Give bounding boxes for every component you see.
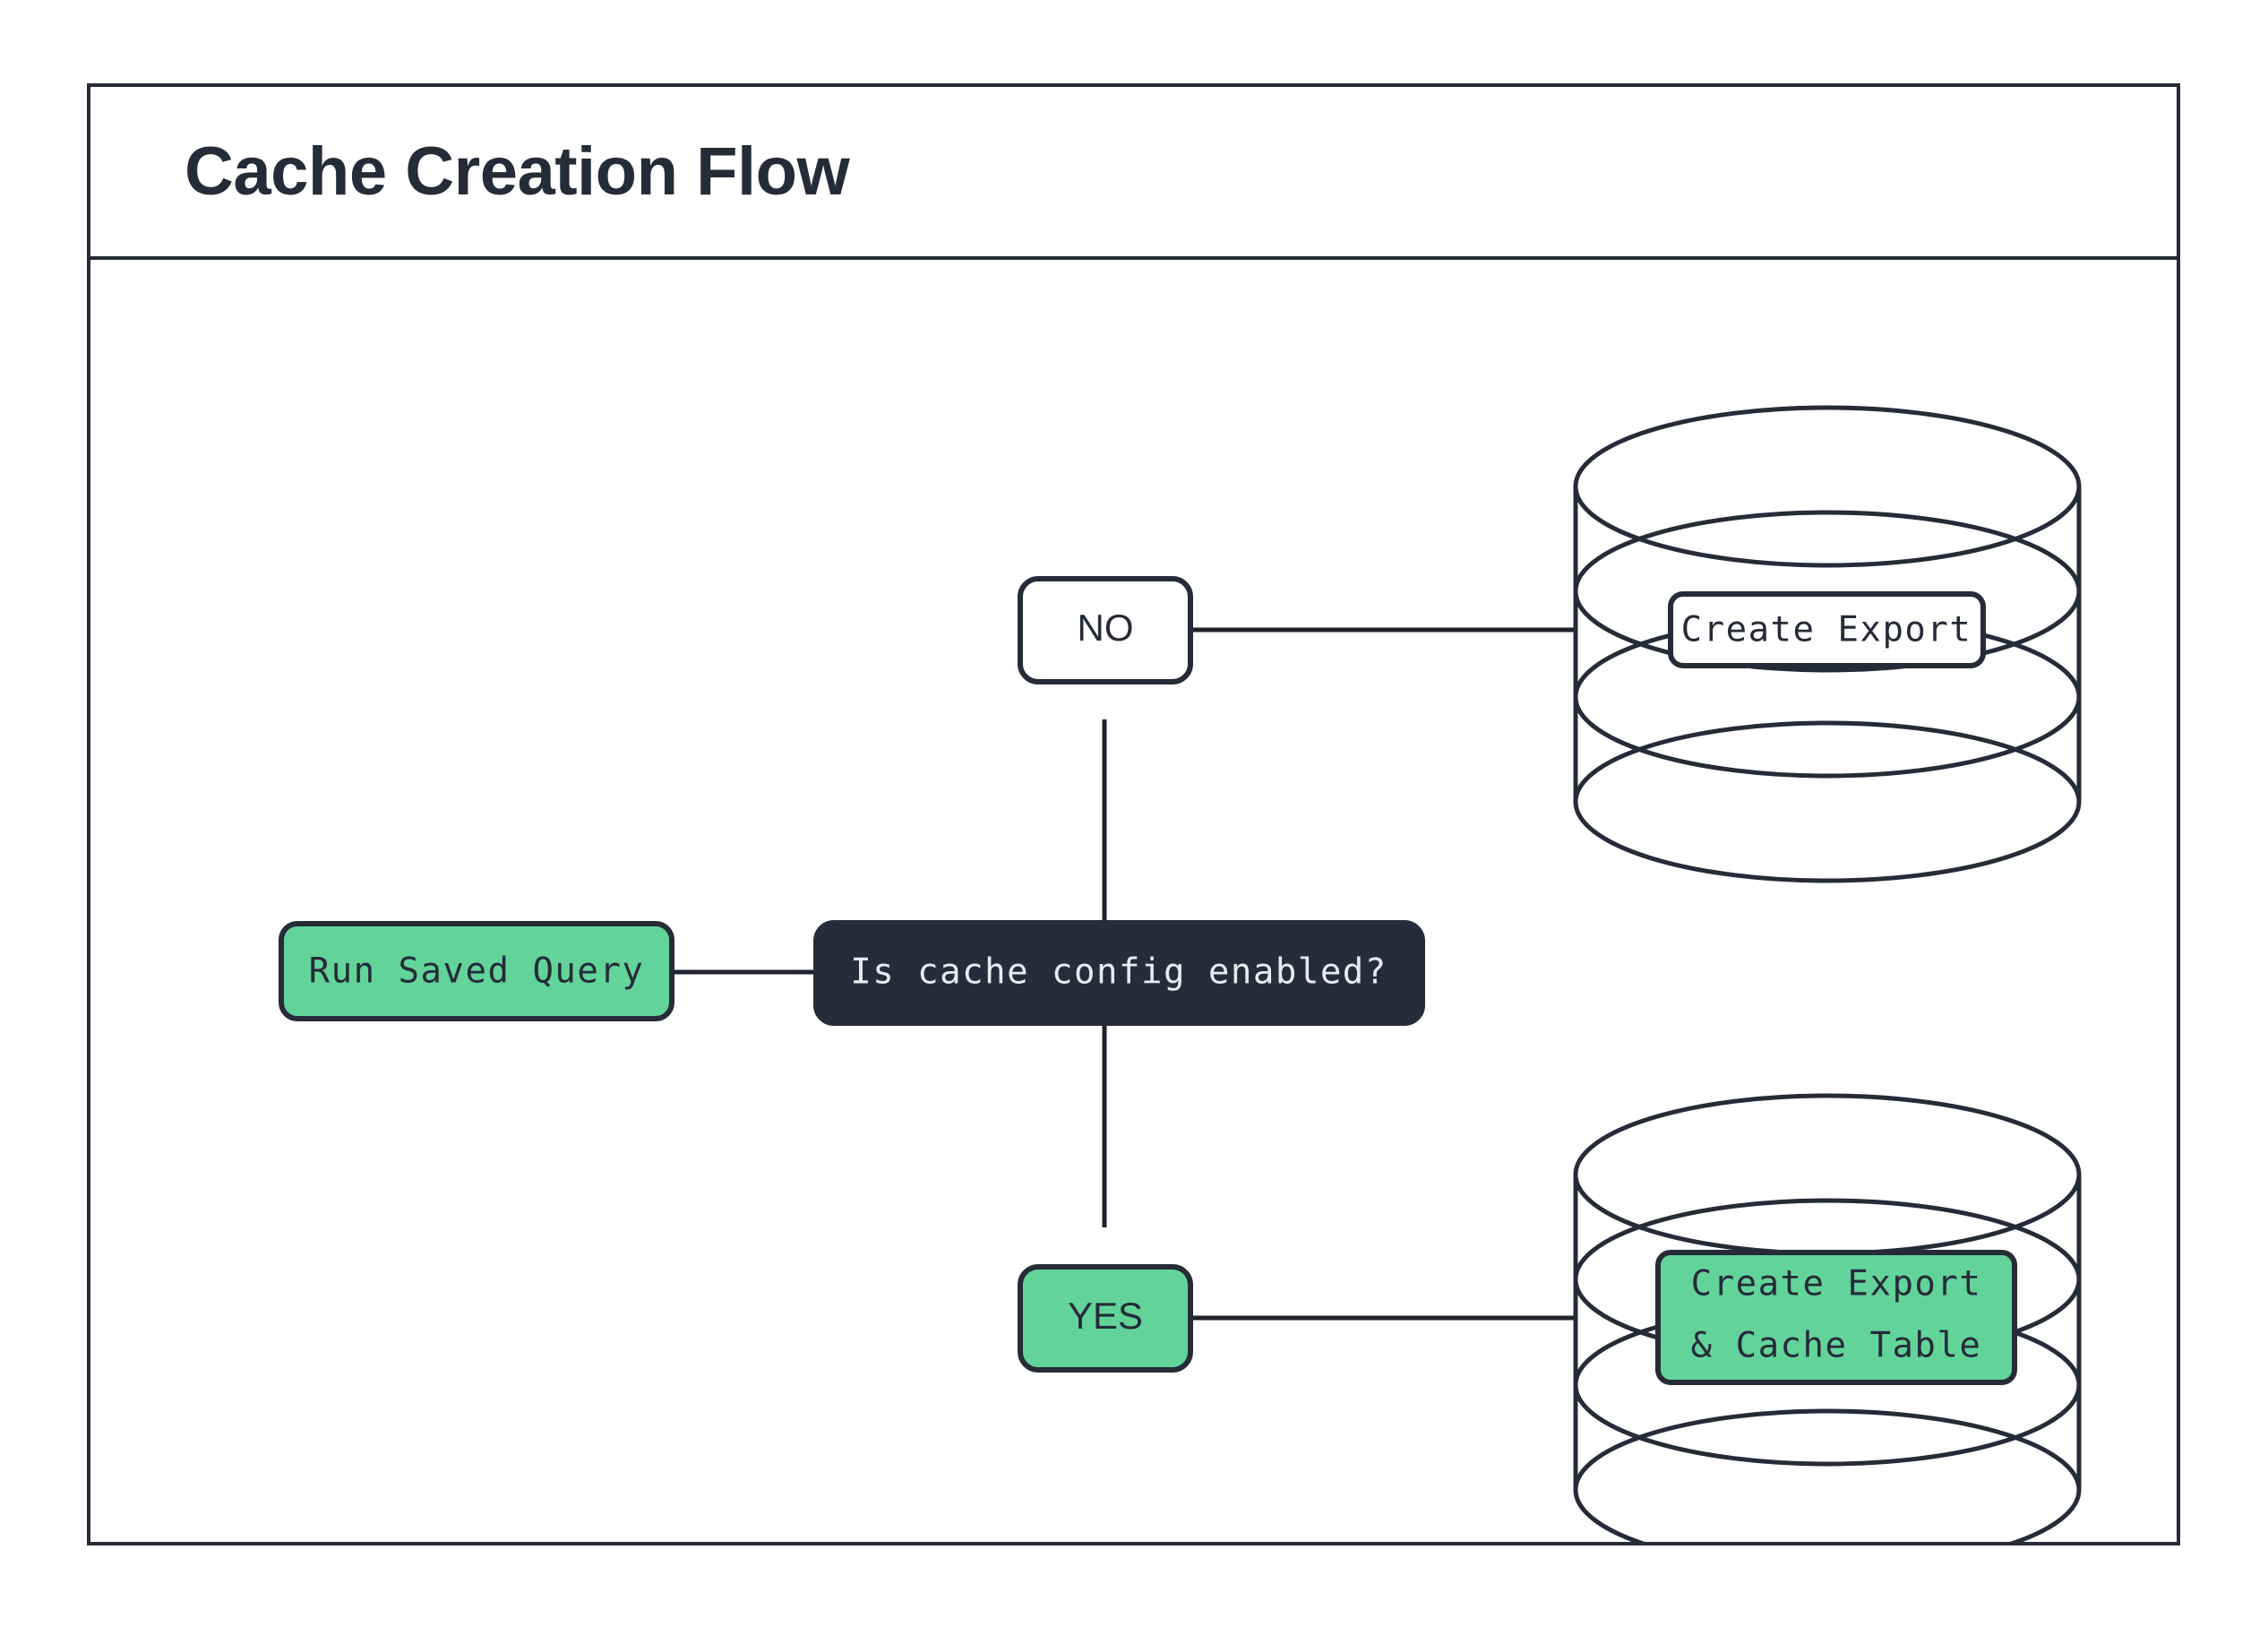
decision-box[interactable] [813,920,1425,1026]
decision-label: Is cache config enabled? [850,952,1387,993]
branch-yes-label: YES [1068,1295,1143,1337]
node-run-saved-query[interactable]: Run Saved Query [279,921,674,1021]
db-cylinder-top[interactable]: Create Export [1573,405,2082,883]
run-saved-query-box[interactable] [279,921,674,1021]
node-branch-no[interactable]: NO [1018,576,1193,684]
branch-no-label: NO [1078,607,1134,649]
node-branch-yes[interactable]: YES [1018,1264,1193,1373]
db-bottom-label-box[interactable] [1655,1250,2017,1385]
run-saved-query-label: Run Saved Query [309,951,645,992]
edge-group [672,627,1576,1321]
db-top-disk-4 [1573,720,2082,883]
branch-yes-box[interactable] [1018,1264,1193,1373]
diagram-header: Cache Creation Flow [90,87,2177,260]
page-title: Cache Creation Flow [185,133,850,210]
branch-no-box[interactable] [1018,576,1193,684]
node-decision[interactable]: Is cache config enabled? [813,920,1425,1026]
diagram-frame: Cache Creation Flow [87,83,2180,1545]
db-top-disk-1 [1573,405,2082,568]
db-bottom-label-line1: Create Export [1691,1264,1982,1304]
db-top-label-box[interactable] [1668,591,1986,668]
db-bottom-label-line2: & Cache Table [1691,1326,1982,1366]
db-top-label-text: Create Export [1681,610,1972,650]
flowchart-svg: Create Export Create Export & Cache Tabl… [279,405,2082,1542]
db-cylinder-bottom[interactable]: Create Export & Cache Table [1573,1093,2082,1542]
diagram-body: Create Export Create Export & Cache Tabl… [90,260,2177,1542]
db-top-disk-2 [1573,510,2082,673]
db-bottom-disk-4 [1573,1408,2082,1542]
